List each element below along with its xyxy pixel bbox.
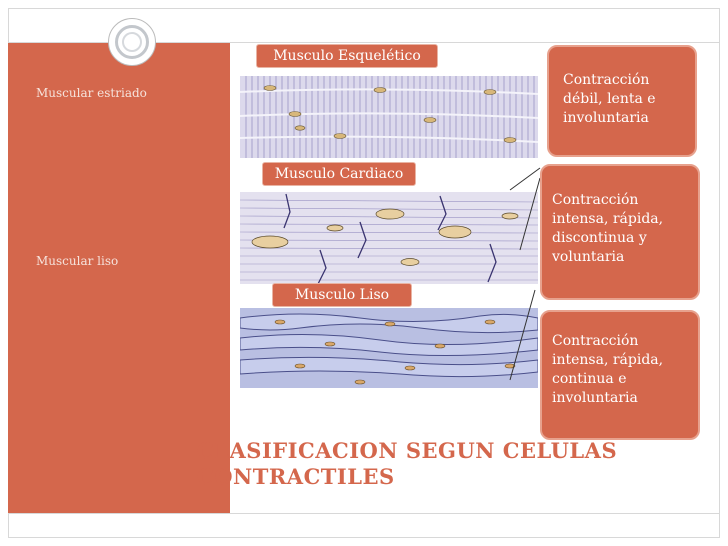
label-muscular-liso: Muscular liso <box>36 254 119 268</box>
smooth-muscle-image <box>240 308 538 388</box>
pointer-lines <box>509 167 541 381</box>
callout-contraccion-continua: Contracción intensa, rápida, continua e … <box>540 310 700 440</box>
slide-header-band <box>8 8 719 43</box>
decorative-circle-icon <box>108 18 156 66</box>
callout-contraccion-voluntaria: Contracción intensa, rápida, discontinua… <box>540 164 700 300</box>
cardiac-muscle-image <box>240 192 538 284</box>
slide-footer-band <box>8 513 719 538</box>
callout-contraccion-debil: Contracción débil, lenta e involuntaria <box>547 45 697 157</box>
left-side-panel <box>8 43 230 513</box>
skeletal-muscle-image <box>240 76 538 158</box>
slide-title: CLASIFICACION SEGUN CELULAS CONTRACTILES <box>197 438 618 489</box>
label-musculo-esqueletico: Musculo Esquelético <box>256 44 438 68</box>
label-muscular-estriado: Muscular estriado <box>36 86 147 100</box>
label-musculo-cardiaco: Musculo Cardiaco <box>262 162 416 186</box>
label-musculo-liso: Musculo Liso <box>272 283 412 307</box>
